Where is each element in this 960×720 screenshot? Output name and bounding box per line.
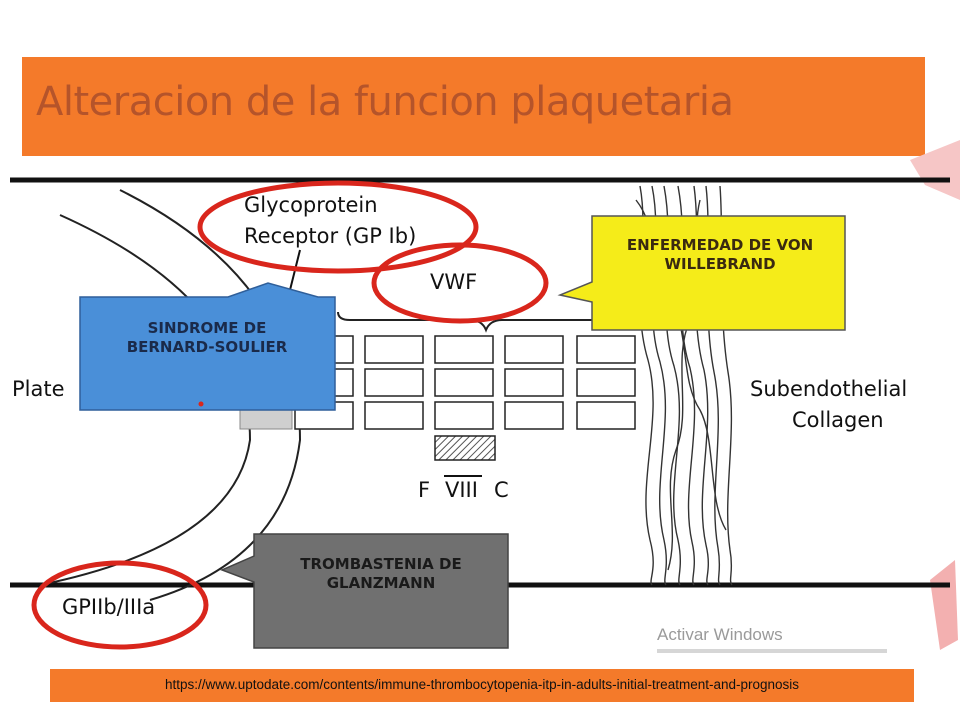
watermark-subtext-cutoff — [657, 649, 887, 653]
subendothelial-label-line2: Collagen — [792, 408, 884, 432]
highlight-gpiib-iiia — [31, 560, 209, 650]
glycoprotein-label-line1: Glycoprotein — [244, 193, 378, 217]
subendothelial-label-line1: Subendothelial — [750, 377, 908, 401]
bernard-soulier-callout-text: SINDROME DE BERNARD-SOULIER — [126, 319, 288, 356]
title-bar: Alteracion de la funcion plaquetaria — [22, 57, 925, 156]
factor-f-label: F — [418, 478, 431, 502]
gpiib-iiia-label: GPIIb/IIIa — [62, 595, 156, 619]
vwf-multimer-grid — [294, 335, 636, 430]
platelet-label: Plate — [12, 377, 65, 401]
platelet-outer-arc — [119, 189, 302, 601]
source-url-text[interactable]: https://www.uptodate.com/contents/immune… — [164, 677, 800, 692]
bernard-soulier-callout-box — [79, 282, 336, 411]
glycoprotein-label-line2: Receptor (GP Ib) — [244, 224, 417, 248]
source-url-bar: https://www.uptodate.com/contents/immune… — [50, 669, 914, 702]
small-red-dot — [198, 401, 204, 407]
platelet-inner-arc — [39, 214, 252, 586]
factor-viii-block — [434, 435, 496, 461]
factor-viii-label: VIII — [445, 478, 478, 502]
highlight-gp-ib — [197, 180, 479, 274]
swoosh-top — [910, 140, 960, 200]
highlight-vwf — [371, 242, 549, 324]
activate-windows-watermark: Activar Windows — [657, 625, 783, 644]
slide-title: Alteracion de la funcion plaquetaria — [36, 79, 734, 125]
glanzmann-callout-text: TROMBASTENIA DE GLANZMANN — [300, 555, 462, 592]
von-willebrand-callout-box — [557, 215, 846, 331]
factor-c-label: C — [494, 478, 509, 502]
vwf-label: VWF — [430, 270, 478, 294]
glanzmann-callout-box — [220, 533, 509, 649]
von-willebrand-callout-text: ENFERMEDAD DE VON WILLEBRAND — [626, 236, 814, 273]
